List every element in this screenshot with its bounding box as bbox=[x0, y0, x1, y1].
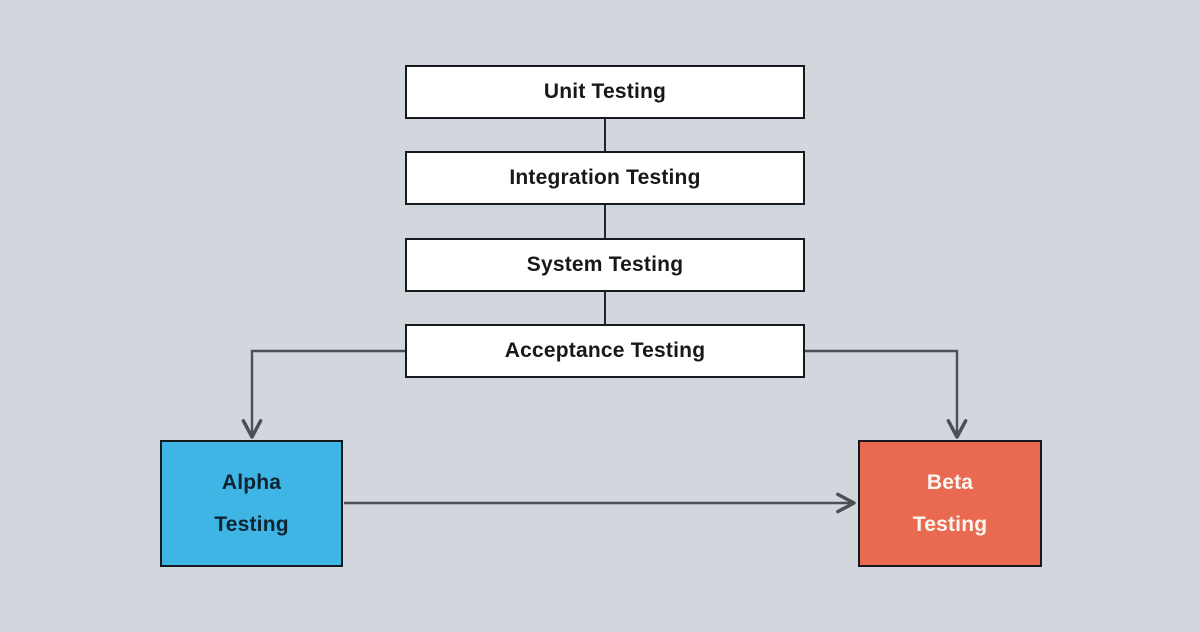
edge-acceptance-to-alpha bbox=[241, 349, 405, 439]
node-label: Acceptance Testing bbox=[504, 339, 706, 362]
edge-acceptance-to-beta bbox=[803, 349, 968, 439]
node-integration-testing[interactable]: Integration Testing bbox=[405, 151, 805, 205]
node-beta-testing[interactable]: Beta Testing bbox=[858, 440, 1042, 567]
node-label: Unit Testing bbox=[543, 80, 667, 103]
node-system-testing[interactable]: System Testing bbox=[405, 238, 805, 292]
node-label-line2: Testing bbox=[214, 512, 289, 536]
node-label-line2: Testing bbox=[912, 512, 988, 536]
node-unit-testing[interactable]: Unit Testing bbox=[405, 65, 805, 119]
node-acceptance-testing[interactable]: Acceptance Testing bbox=[405, 324, 805, 378]
node-label-line1: Alpha bbox=[221, 470, 282, 494]
node-label: System Testing bbox=[526, 253, 684, 276]
node-label-line1: Beta bbox=[926, 470, 974, 494]
node-alpha-testing[interactable]: Alpha Testing bbox=[160, 440, 343, 567]
node-label: Integration Testing bbox=[509, 166, 701, 189]
